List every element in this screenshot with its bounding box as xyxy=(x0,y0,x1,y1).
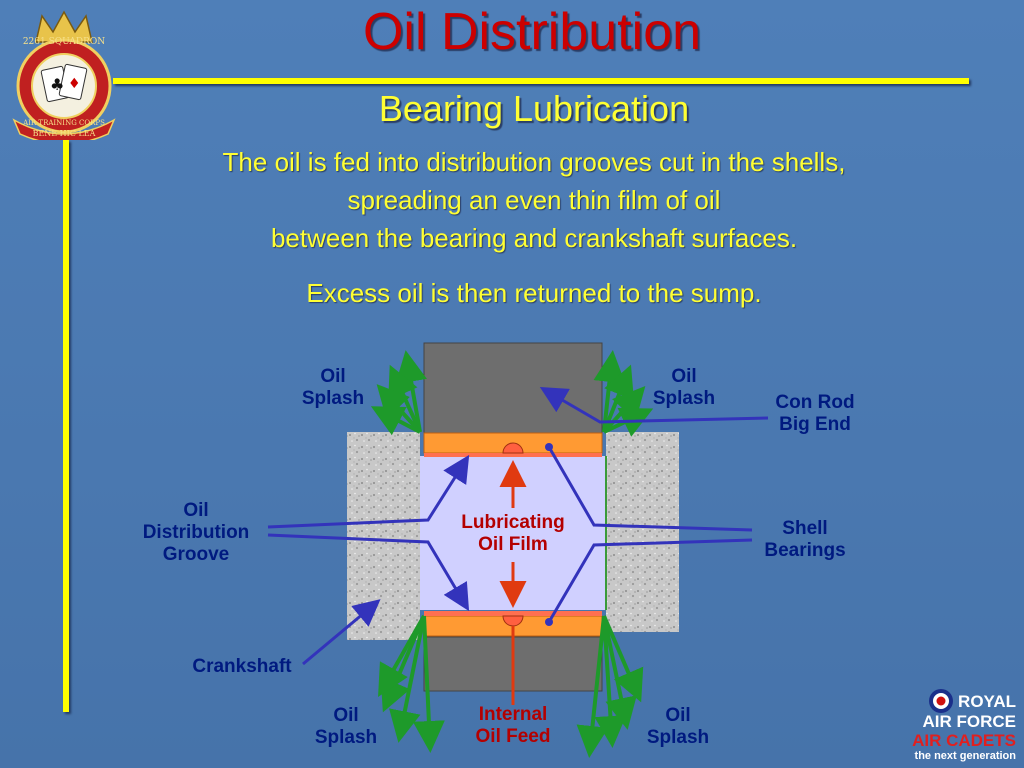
motto-scroll xyxy=(12,118,116,140)
description-paragraph: The oil is fed into distribution grooves… xyxy=(0,143,1024,257)
left-accent-bar xyxy=(63,140,69,712)
label-line: Oil xyxy=(665,705,691,726)
crankshaft-pointer xyxy=(302,599,381,666)
playing-card-icon xyxy=(58,63,88,101)
pointer-lines xyxy=(267,386,769,666)
label-line: Oil Feed xyxy=(475,726,551,747)
groove-pointer-upper xyxy=(267,454,470,529)
roundel-icon xyxy=(929,689,953,713)
description-line: The oil is fed into distribution grooves… xyxy=(222,147,846,177)
label-line: Bearings xyxy=(764,540,846,561)
shell-pointer-upper xyxy=(547,446,753,532)
label-line: Oil Film xyxy=(478,534,548,555)
label-line: Splash xyxy=(646,727,710,748)
upper-oil-groove xyxy=(502,442,524,454)
page-title: Oil Distribution xyxy=(362,3,702,61)
sump-note: Excess oil is then returned to the sump. xyxy=(306,278,762,308)
description-line: spreading an even thin film of oil xyxy=(347,185,721,215)
label-line: Oil xyxy=(333,705,359,726)
raf-royal: ROYAL xyxy=(958,692,1016,711)
diamond-icon: ♦ xyxy=(68,76,81,92)
club-icon: ♣ xyxy=(50,75,64,94)
crankshaft-right-block xyxy=(606,432,679,632)
splash-arrows-bottom-right xyxy=(576,615,644,758)
page-subtitle: Bearing Lubrication xyxy=(378,88,690,129)
crown-icon xyxy=(35,10,93,43)
oil-groove-label: Oil Distribution Groove xyxy=(143,500,250,566)
crankshaft-label: Crankshaft xyxy=(192,656,292,677)
shell-pointer-lower xyxy=(547,538,753,623)
crankshaft-left-block xyxy=(347,432,420,640)
label-line: Oil xyxy=(671,366,697,387)
splash-arrows-top-left xyxy=(370,350,427,436)
lubricating-film-label: Lubricating Oil Film xyxy=(461,512,564,556)
badge-ring-text: 2261 SQUADRON xyxy=(23,37,105,47)
label-line: Con Rod xyxy=(775,392,855,413)
badge-motto: BENE HIC LEA xyxy=(33,129,96,138)
con-rod-pointer xyxy=(539,386,769,424)
title-underline xyxy=(113,78,969,84)
raf-air-force: AIR FORCE xyxy=(922,712,1017,731)
label-line: Oil xyxy=(320,366,346,387)
label-line: Shell xyxy=(782,518,828,539)
label-line: Big End xyxy=(779,414,851,435)
lower-oil-groove xyxy=(502,615,524,627)
label-line: Splash xyxy=(301,388,365,409)
shell-bearings-label: Shell Bearings xyxy=(764,518,845,562)
oil-splash-label-bottom-left: Oil Splash xyxy=(315,705,377,749)
oil-splash-label-bottom-right: Oil Splash xyxy=(647,705,709,749)
description-line: between the bearing and crankshaft surfa… xyxy=(270,223,798,253)
label-line: Lubricating xyxy=(461,512,565,533)
badge-side-text: AIR TRAINING CORPS xyxy=(22,119,105,127)
groove-pointer-lower xyxy=(267,533,470,612)
label-line: Distribution xyxy=(142,522,250,543)
label-line: Splash xyxy=(652,388,716,409)
raf-air-cadets: AIR CADETS xyxy=(912,731,1016,750)
con-rod-label: Con Rod Big End xyxy=(775,392,854,436)
oil-splash-label-top-left: Oil Splash xyxy=(302,366,364,410)
raf-air-cadets-logo: ROYAL AIR FORCE AIR CADETS the next gene… xyxy=(902,688,1020,764)
label-line: Internal xyxy=(478,704,548,725)
internal-oil-feed-label: Internal Oil Feed xyxy=(476,704,551,748)
label-line: Oil xyxy=(183,500,209,521)
label-line: Groove xyxy=(162,544,230,565)
splash-arrows-bottom-left xyxy=(378,615,445,753)
label-line: Splash xyxy=(314,727,378,748)
oil-splash-label-top-right: Oil Splash xyxy=(653,366,715,410)
raf-tagline: the next generation xyxy=(914,750,1016,762)
con-rod-upper xyxy=(423,342,603,434)
squadron-badge: ♣ ♦ 2261 SQUADRON BENE HIC LEA AIR TRAIN… xyxy=(12,10,116,140)
